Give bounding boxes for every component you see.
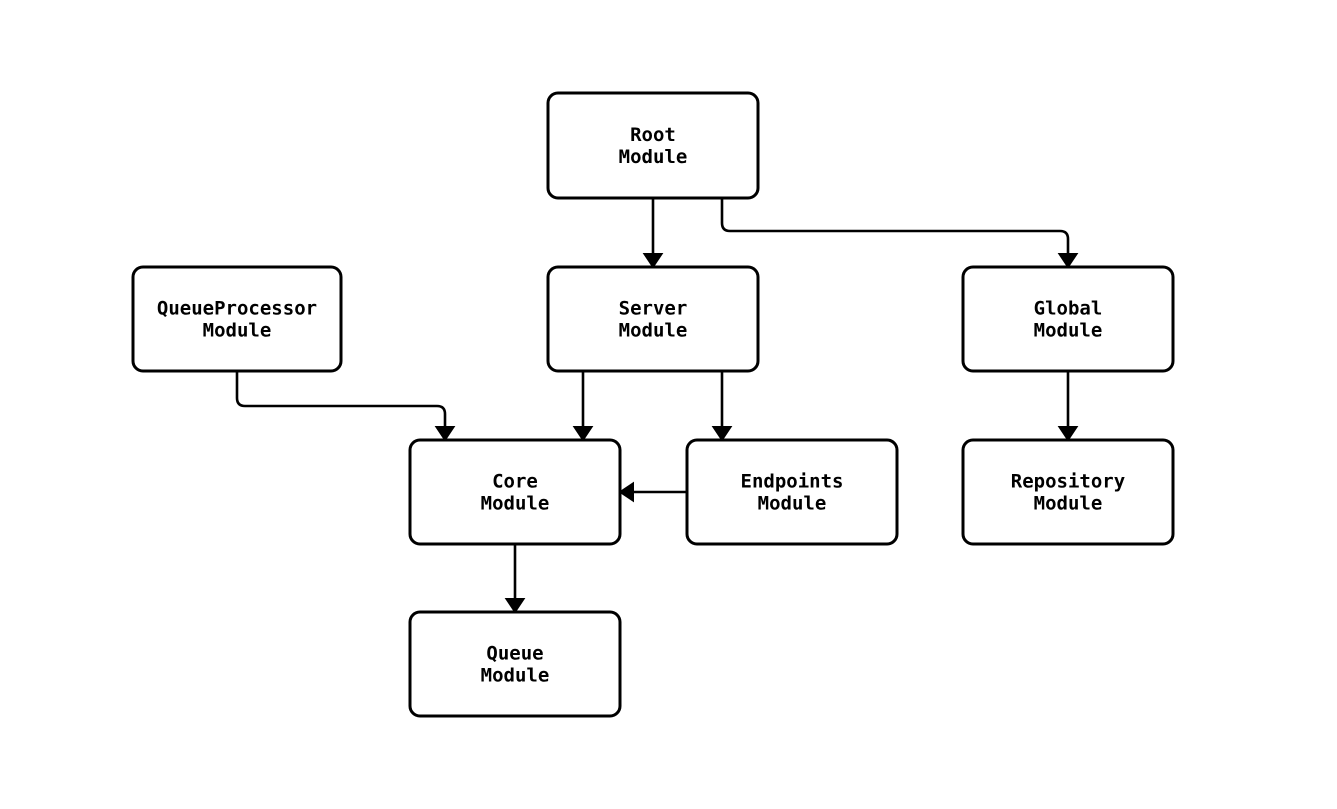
node-box-global-module bbox=[961, 265, 1175, 373]
node-box-queue-module bbox=[408, 610, 622, 718]
node-box-queueprocessor-module bbox=[131, 265, 343, 373]
edge-queueprocessor-module-to-core-module bbox=[235, 371, 456, 442]
node-box-core-module bbox=[408, 438, 622, 546]
node-box-root-module bbox=[546, 91, 760, 200]
node-box-server-module bbox=[546, 265, 760, 373]
node-box-repository-module bbox=[961, 438, 1175, 546]
edge-root-module-to-global-module bbox=[720, 198, 1079, 269]
node-box-endpoints-module bbox=[685, 438, 899, 546]
